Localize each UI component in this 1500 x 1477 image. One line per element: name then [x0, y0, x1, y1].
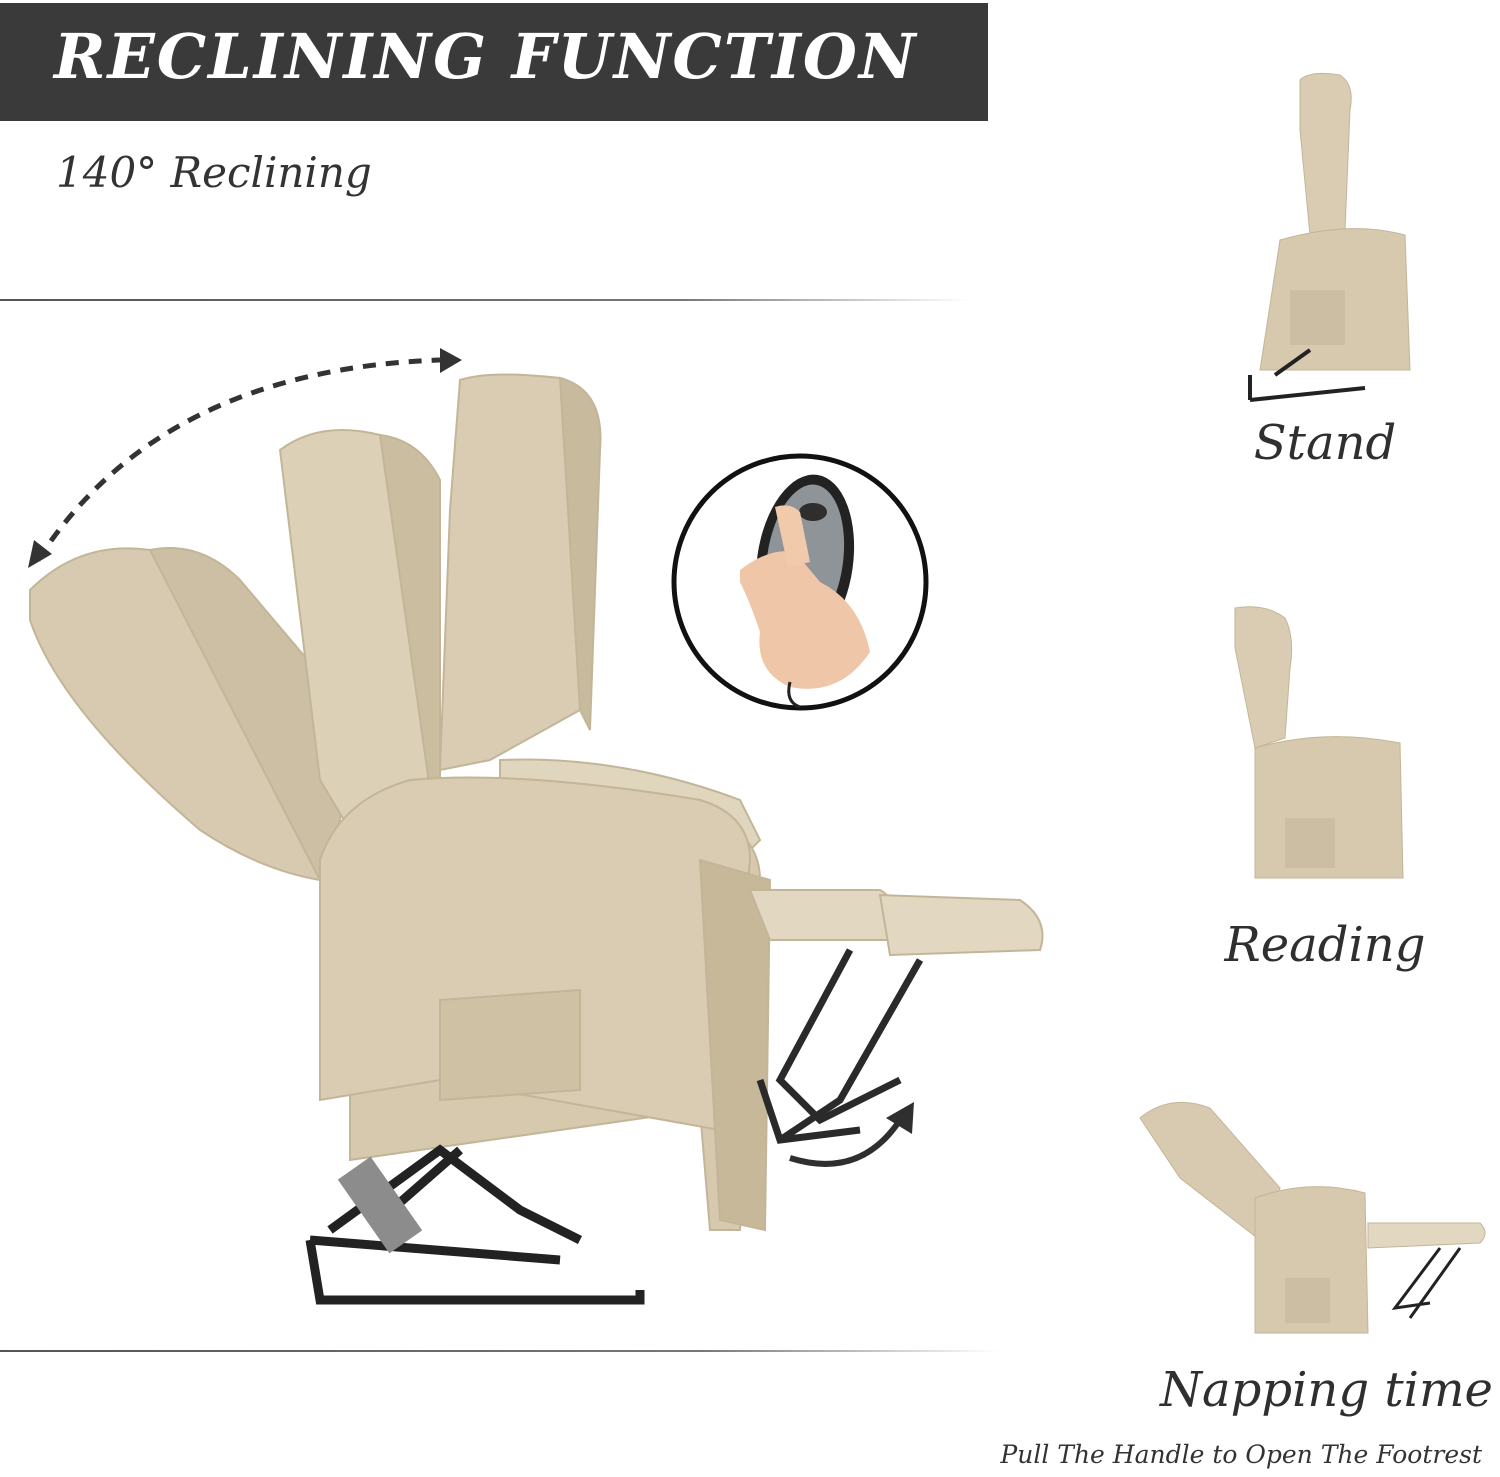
- mode-label-reading: Reading: [1224, 917, 1426, 973]
- dashed-curved-arrow-icon: [28, 348, 462, 568]
- backrest-upright: [438, 373, 602, 772]
- main-recliner-image: [29, 373, 1044, 1305]
- footrest: [748, 889, 1044, 957]
- footnote: Pull The Handle to Open The Footrest: [1000, 1440, 1482, 1469]
- backrest-middle: [278, 429, 441, 832]
- bottom-divider: [0, 1350, 1000, 1352]
- napping-position-image: [1139, 1101, 1486, 1334]
- curved-arrow-icon: [789, 1102, 914, 1167]
- mode-label-napping: Napping time: [1160, 1362, 1493, 1418]
- mode-label-stand: Stand: [1253, 415, 1397, 471]
- top-divider: [0, 299, 970, 301]
- page-title: RECLINING FUNCTION: [54, 20, 918, 93]
- stand-position-image: [1248, 72, 1411, 402]
- remote-control-icon: [671, 453, 929, 711]
- reading-position-image: [1234, 606, 1404, 879]
- title-banner: [0, 3, 988, 121]
- footrest-linkage: [756, 948, 924, 1144]
- backrest-reclined: [29, 547, 352, 883]
- subtitle: 140° Reclining: [56, 148, 372, 197]
- seat-body: [319, 758, 772, 1232]
